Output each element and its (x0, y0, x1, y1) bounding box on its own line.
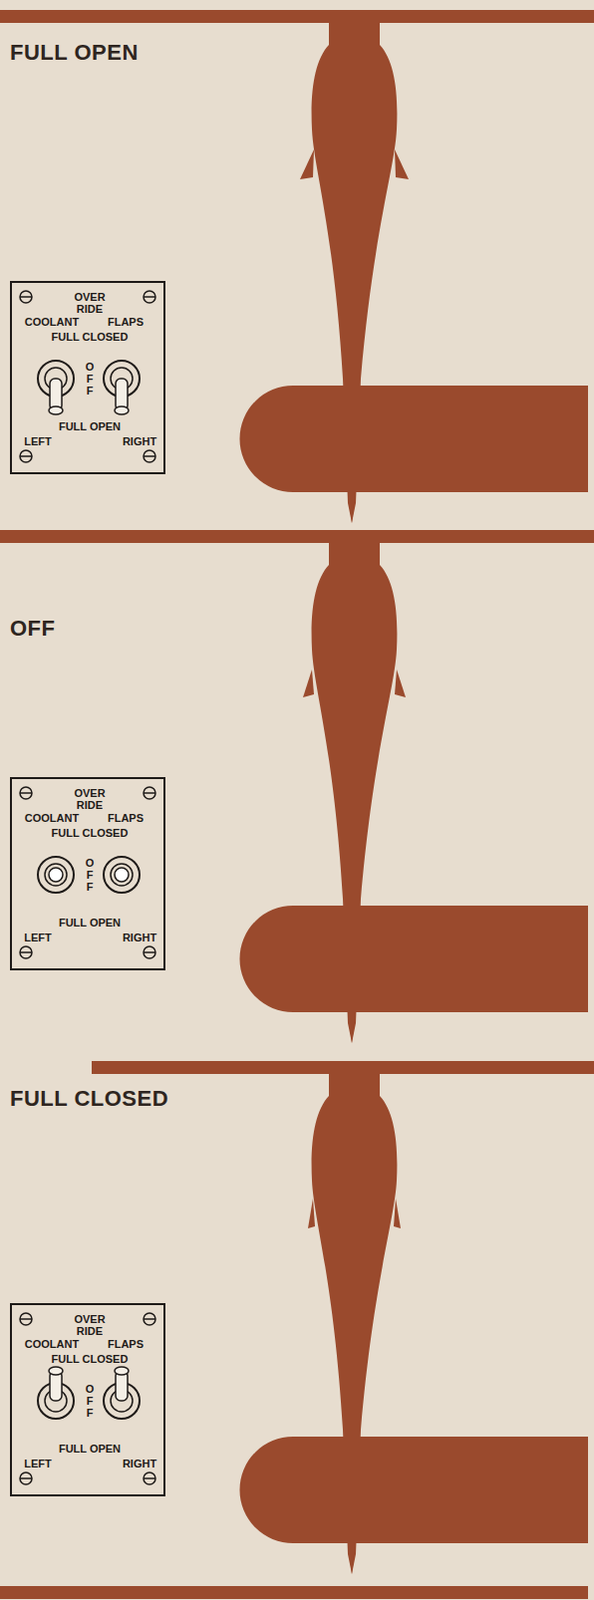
plate-label: OVER RIDE (69, 1313, 110, 1338)
plate-label: COOLANT (24, 812, 79, 825)
plate-label: COOLANT (24, 1338, 79, 1351)
panel-closed (0, 1051, 594, 1575)
plate-label: RIGHT (122, 435, 157, 448)
plate-label: LEFT (23, 1458, 52, 1471)
plate-label: FULL OPEN (58, 916, 121, 929)
plate-label: FLAPS (107, 812, 144, 825)
plate-label: FULL CLOSED (51, 1353, 129, 1366)
panel-title: FULL CLOSED (9, 1086, 169, 1113)
plate-label: FULL CLOSED (51, 330, 129, 343)
plate-label: COOLANT (24, 315, 79, 328)
switch-plate: OVER RIDECOOLANT FLAPS FULL CLOSED OFF FULL … (9, 281, 166, 475)
plate-label: FLAPS (107, 1338, 144, 1351)
plate-label: FLAPS (107, 315, 144, 328)
plate-label: FULL CLOSED (51, 827, 129, 840)
plate-label: OFF (84, 1383, 96, 1420)
switch-plate: OVER RIDECOOLANT FLAPS FULL CLOSED OFF FULL … (9, 777, 166, 971)
plate-label: RIGHT (122, 1458, 157, 1471)
plate-label: FULL OPEN (58, 1443, 121, 1456)
plate-label: LEFT (23, 435, 52, 448)
plate-label: FULL OPEN (58, 420, 121, 433)
switch-plate: OVER RIDECOOLANT FLAPS FULL CLOSED OFF FULL … (9, 1303, 166, 1497)
plate-label: OFF (84, 857, 96, 893)
plate-label: LEFT (23, 931, 52, 944)
plate-label: OFF (84, 360, 96, 397)
plate-label: OVER RIDE (69, 787, 110, 812)
panel-off (0, 530, 594, 1044)
panel-title: FULL OPEN (9, 39, 139, 66)
panel-title: OFF (9, 615, 56, 642)
bottom-bar (0, 1586, 589, 1600)
plate-label: OVER RIDE (69, 291, 110, 315)
panel-open (0, 9, 594, 524)
plate-label: RIGHT (122, 931, 157, 944)
